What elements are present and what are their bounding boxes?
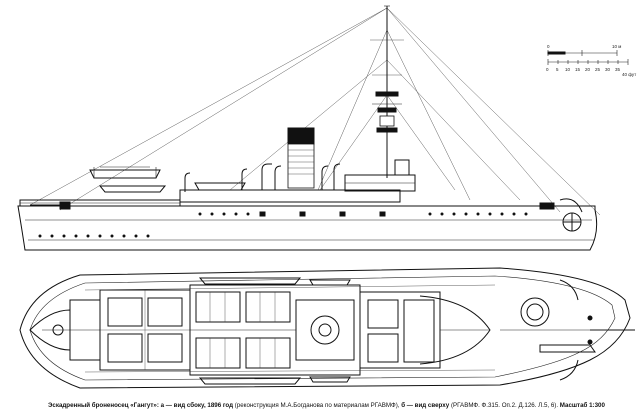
scale-bottom-label-10: 10 — [565, 67, 571, 72]
scale-bottom-label-15: 15 — [575, 67, 581, 72]
midship-deck — [189, 277, 361, 385]
caption-source-top: (РГАВМФ. Ф.315. Оп.2. Д.126. Л.5, 6). — [450, 402, 559, 409]
scale-bottom-label-40: 40 фут — [622, 72, 636, 77]
rigging — [29, 7, 601, 216]
caption-top-view: б — вид сверху — [401, 402, 450, 409]
top-view — [19, 267, 635, 389]
caption-title: Эскадренный броненосец «Гангут»: а — вид… — [48, 402, 233, 409]
scale-bottom-ticks — [547, 59, 629, 65]
boats — [89, 166, 246, 193]
aft-deckhouse — [99, 289, 191, 371]
hull — [17, 205, 598, 251]
portholes — [38, 212, 528, 238]
side-view — [17, 5, 601, 251]
scale-bottom-label-30: 30 — [605, 67, 611, 72]
deck-planking — [84, 284, 496, 373]
scale-top-label-0: 0 — [547, 44, 550, 49]
mast — [372, 5, 402, 178]
scale-bar: 0 10 м 0 5 10 15 20 25 30 35 40 фут — [546, 44, 636, 77]
caption-source-side: (реконструкция М.А.Богданова по материал… — [234, 402, 400, 409]
scale-bottom-label-5: 5 — [556, 67, 559, 72]
scale-bottom-label-20: 20 — [585, 67, 591, 72]
forward-deckhouse — [359, 291, 491, 369]
bow-detail — [500, 279, 635, 381]
deck-outline — [19, 267, 631, 389]
scale-bottom-label-25: 25 — [595, 67, 601, 72]
scale-bottom-label-0: 0 — [546, 67, 549, 72]
figure-caption: Эскадренный броненосец «Гангут»: а — вид… — [48, 402, 640, 416]
scale-top-label-10: 10 м — [612, 44, 621, 49]
caption-scale: Масштаб 1:300 — [559, 402, 605, 409]
scale-bottom-label-35: 35 — [615, 67, 621, 72]
ventilators — [184, 163, 341, 192]
funnel — [287, 127, 315, 189]
